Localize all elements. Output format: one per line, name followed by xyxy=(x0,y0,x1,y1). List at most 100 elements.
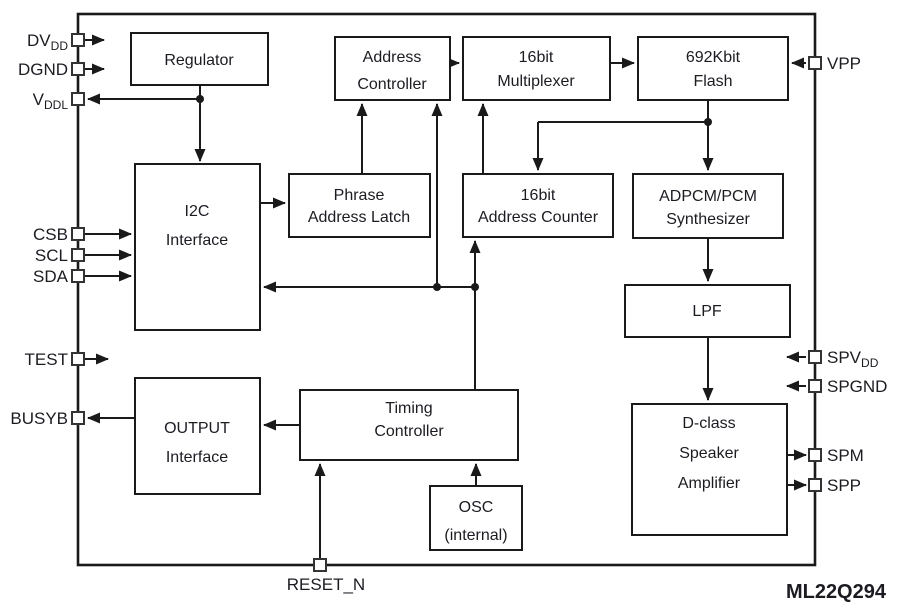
block-phrase-address-latch-label: Phrase xyxy=(334,187,385,204)
junction-dot xyxy=(704,118,712,126)
block-i2c-interface-label: Interface xyxy=(166,232,228,249)
block-address-controller-label: Controller xyxy=(357,76,427,93)
junction-dot xyxy=(433,283,441,291)
pin-label-scl-main: SCL xyxy=(35,246,68,265)
block-16bit-address-counter-label: 16bit xyxy=(521,187,556,204)
chip-outline xyxy=(76,12,817,567)
block-output-interface-label: OUTPUT xyxy=(164,420,230,437)
pin-label-csb-main: CSB xyxy=(33,225,68,244)
pin-label-spgnd-main: SPGND xyxy=(827,377,887,396)
block-lpf-label: LPF xyxy=(692,303,722,320)
pin-dgnd xyxy=(71,62,85,76)
pin-label-busyb: BUSYB xyxy=(10,409,68,428)
pin-label-reset-n-main: RESET_N xyxy=(287,575,365,594)
block-692kbit-flash: 692Kbit Flash xyxy=(637,36,789,101)
chip-name: ML22Q294 xyxy=(786,581,887,603)
wire-flash-branch xyxy=(538,100,709,123)
pin-vpp xyxy=(808,56,822,70)
pin-label-dvdd-sub: DD xyxy=(51,39,69,53)
pin-squares xyxy=(71,33,822,572)
pin-spp xyxy=(808,478,822,492)
pin-label-busyb-main: BUSYB xyxy=(10,409,68,428)
block-phrase-address-latch: Phrase Address Latch xyxy=(288,173,431,238)
block-16bit-address-counter: 16bit Address Counter xyxy=(462,173,614,238)
junction-dot xyxy=(471,283,479,291)
block-osc-internal: OSC (internal) xyxy=(429,485,523,551)
pin-label-test: TEST xyxy=(25,350,68,369)
block-692kbit-flash-label: 692Kbit xyxy=(686,49,741,66)
block-dclass-speaker-amplifier-label: Amplifier xyxy=(678,475,741,492)
block-regulator-box xyxy=(130,32,269,86)
pin-label-dgnd-main: DGND xyxy=(18,60,68,79)
pin-label-vpp-main: VPP xyxy=(827,54,861,73)
pin-labels: DVDD DGND VDDL CSB SCL SDA TEST BUSYB RE… xyxy=(10,31,887,594)
block-adpcm-pcm-synthesizer: ADPCM/PCM Synthesizer xyxy=(632,173,784,239)
pin-dvdd xyxy=(71,33,85,47)
pin-label-vpp: VPP xyxy=(827,54,861,73)
pin-spm xyxy=(808,448,822,462)
pin-csb xyxy=(71,227,85,241)
block-timing-controller-label: Controller xyxy=(374,423,444,440)
pin-label-sda: SDA xyxy=(33,267,69,286)
pin-vddl xyxy=(71,92,85,106)
block-regulator-label: Regulator xyxy=(164,52,234,69)
block-lpf: LPF xyxy=(624,284,791,338)
pin-label-csb: CSB xyxy=(33,225,68,244)
pin-label-vddl-sub: DDL xyxy=(44,98,68,112)
pin-scl xyxy=(71,248,85,262)
block-output-interface-box xyxy=(134,377,261,495)
block-dclass-speaker-amplifier-label: Speaker xyxy=(679,445,739,462)
block-output-interface: OUTPUT Interface xyxy=(134,377,261,495)
block-address-controller-box xyxy=(334,36,451,101)
pin-test xyxy=(71,352,85,366)
pin-label-spm: SPM xyxy=(827,446,864,465)
block-i2c-interface-label: I2C xyxy=(185,203,210,220)
block-adpcm-pcm-synthesizer-label: Synthesizer xyxy=(666,211,750,228)
pin-label-spp-main: SPP xyxy=(827,476,861,495)
block-16bit-multiplexer-label: 16bit xyxy=(519,49,554,66)
block-timing-controller-label: Timing xyxy=(385,400,432,417)
pin-sda xyxy=(71,269,85,283)
pin-label-spgnd: SPGND xyxy=(827,377,887,396)
pin-reset-n xyxy=(313,558,327,572)
block-692kbit-flash-box xyxy=(637,36,789,101)
block-phrase-address-latch-label: Address Latch xyxy=(308,209,410,226)
block-osc-internal-label: (internal) xyxy=(444,527,507,544)
block-692kbit-flash-label: Flash xyxy=(693,73,732,90)
block-osc-internal-box xyxy=(429,485,523,551)
block-16bit-multiplexer: 16bit Multiplexer xyxy=(462,36,611,101)
block-osc-internal-label: OSC xyxy=(459,499,494,516)
block-lpf-box xyxy=(624,284,791,338)
block-address-controller: Address Controller xyxy=(334,36,451,101)
connection-wires xyxy=(84,34,807,559)
pin-label-reset-n: RESET_N xyxy=(287,575,365,594)
block-dclass-speaker-amplifier-label: D-class xyxy=(682,415,735,432)
block-timing-controller: Timing Controller xyxy=(299,389,519,461)
block-16bit-multiplexer-box xyxy=(462,36,611,101)
block-address-controller-label: Address xyxy=(363,49,422,66)
pin-spvdd xyxy=(808,350,822,364)
pin-label-spvdd: SPVDD xyxy=(827,348,879,370)
junction-dot xyxy=(196,95,204,103)
block-i2c-interface-box xyxy=(134,163,261,331)
pin-label-scl: SCL xyxy=(35,246,68,265)
block-regulator: Regulator xyxy=(130,32,269,86)
block-phrase-address-latch-box xyxy=(288,173,431,238)
pin-label-spp: SPP xyxy=(827,476,861,495)
block-adpcm-pcm-synthesizer-box xyxy=(632,173,784,239)
pin-label-sda-main: SDA xyxy=(33,267,69,286)
block-dclass-speaker-amplifier: D-class Speaker Amplifier xyxy=(631,403,788,536)
pin-busyb xyxy=(71,411,85,425)
pin-spgnd xyxy=(808,379,822,393)
block-dclass-speaker-amplifier-box xyxy=(631,403,788,536)
pin-label-vddl-main: V xyxy=(33,90,45,109)
block-i2c-interface: I2C Interface xyxy=(134,163,261,331)
block-timing-controller-box xyxy=(299,389,519,461)
pin-label-spm-main: SPM xyxy=(827,446,864,465)
pin-label-spvdd-sub: DD xyxy=(861,356,879,370)
block-16bit-multiplexer-label: Multiplexer xyxy=(497,73,575,90)
pin-label-spvdd-main: SPV xyxy=(827,348,862,367)
block-16bit-address-counter-label: Address Counter xyxy=(478,209,599,226)
pin-label-dgnd: DGND xyxy=(18,60,68,79)
